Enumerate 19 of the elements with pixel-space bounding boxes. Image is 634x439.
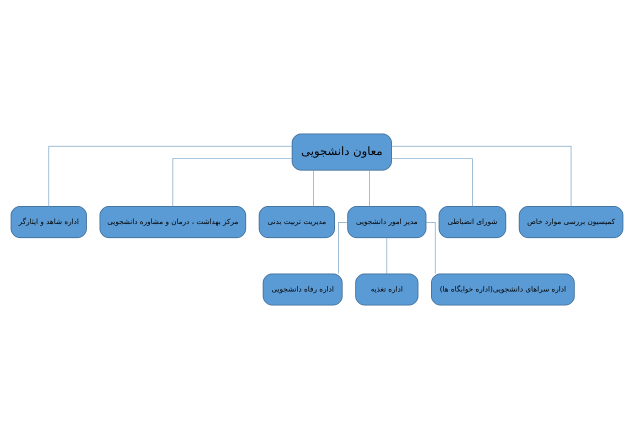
node-box: شورای انضباطی bbox=[438, 206, 506, 238]
node-box: مدیریت تربیت بدنی bbox=[258, 206, 336, 238]
node-box: کمیسیون بررسی موارد خاص bbox=[518, 206, 624, 238]
node-box: اداره رفاه دانشجویی bbox=[262, 273, 343, 306]
connector bbox=[386, 237, 388, 274]
node-box: معاون دانشجویی bbox=[292, 133, 392, 171]
connector bbox=[391, 146, 572, 207]
connector bbox=[369, 170, 370, 207]
connector bbox=[391, 158, 473, 207]
node-box: اداره شاهد و ایثارگر bbox=[10, 206, 87, 238]
connector bbox=[338, 222, 348, 274]
connector bbox=[426, 222, 436, 274]
connector bbox=[313, 170, 314, 207]
node-box: اداره تغذیه bbox=[355, 273, 418, 306]
connector bbox=[48, 146, 292, 207]
node-box: مدیر امور دانشجویی bbox=[347, 206, 426, 238]
connector bbox=[172, 158, 292, 207]
node-box: مرکز بهداشت ، درمان و مشاوره دانشجویی bbox=[99, 206, 246, 238]
node-box: اداره سراهای دانشجویی(اداره خوابگاه ها) bbox=[431, 273, 575, 306]
